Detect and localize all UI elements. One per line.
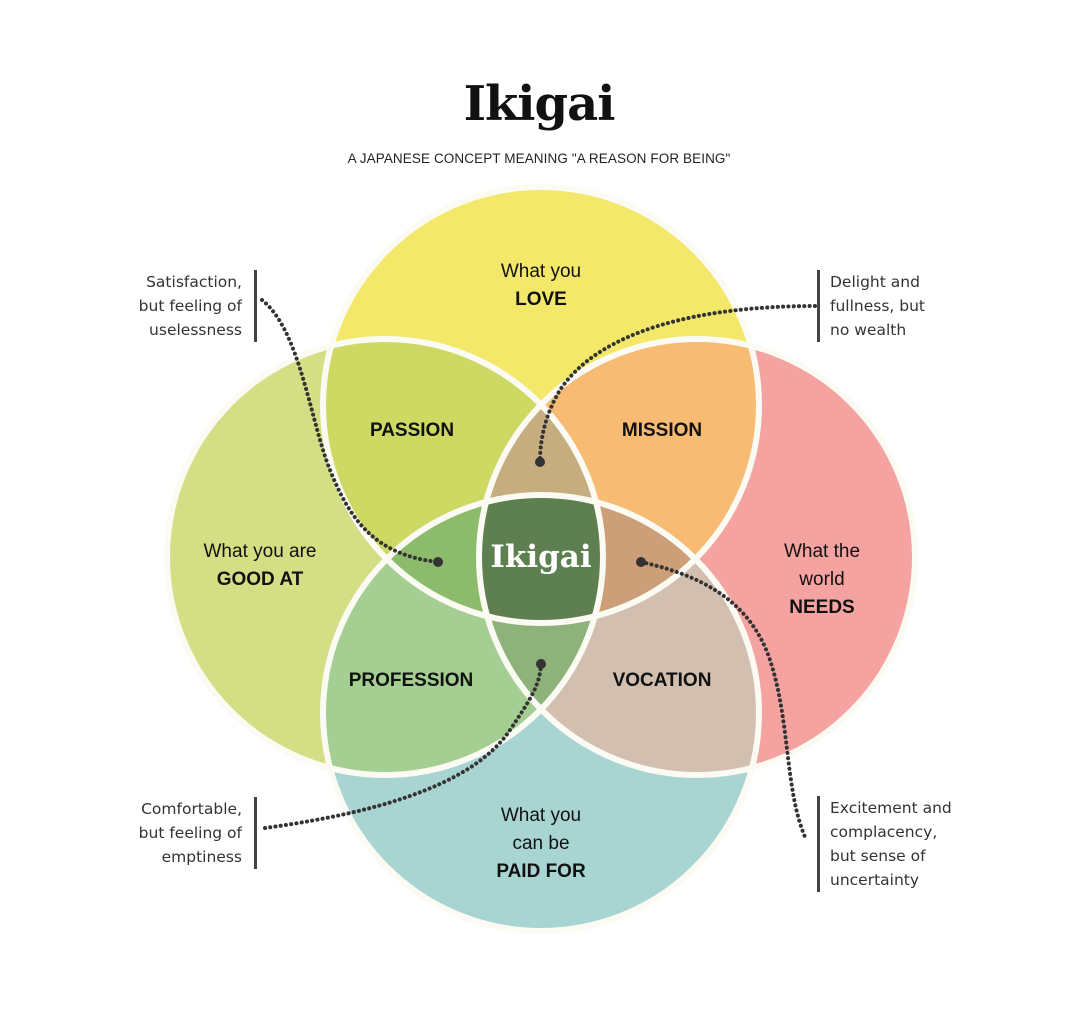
paid-for-label-line1: What you [501, 805, 581, 826]
annotation-line: Delight and [830, 273, 920, 291]
paid-for-label-bold: PAID FOR [496, 861, 586, 882]
needs-label-line2: world [798, 569, 844, 590]
paid-for-label-line2: can be [512, 833, 569, 854]
annotation-line: emptiness [161, 848, 242, 866]
annotation-line: no wealth [830, 321, 907, 339]
page-title: Ikigai [463, 76, 616, 132]
annotation-line: uselessness [149, 321, 242, 339]
leader-dot-bottom-right [636, 557, 646, 567]
mission-label: MISSION [622, 420, 702, 441]
passion-label: PASSION [370, 420, 454, 441]
annotation-line: Comfortable, [141, 800, 242, 818]
ikigai-center-label: Ikigai [490, 539, 591, 575]
needs-label-line1: What the [784, 541, 860, 562]
leader-line-bottom-right [639, 560, 807, 839]
annotation-line: uncertainty [830, 871, 920, 889]
annotation-line: Satisfaction, [146, 273, 242, 291]
leader-line-top-right [538, 304, 817, 464]
vocation-label: VOCATION [613, 670, 712, 691]
annotation-bottom-left: Comfortable, but feeling of emptiness [112, 797, 257, 869]
good-at-label-line1: What you are [204, 541, 317, 562]
outline-needs [476, 336, 918, 778]
annotation-line: but sense of [830, 847, 926, 865]
love-label-bold: LOVE [515, 289, 567, 310]
annotation-line: but feeling of [138, 297, 242, 315]
annotation-line: but feeling of [138, 824, 242, 842]
annotation-line: Excitement and [830, 799, 952, 817]
annotation-top-left: Satisfaction, but feeling of uselessness [112, 270, 257, 342]
needs-label-bold: NEEDS [789, 597, 854, 618]
outline-good-at [164, 336, 606, 778]
leader-dot-top-left [433, 557, 443, 567]
outline-paid-for [320, 492, 762, 934]
annotation-top-right: Delight and fullness, but no wealth [817, 270, 970, 342]
leader-line-top-left [260, 298, 440, 564]
love-label-line1: What you [501, 261, 581, 282]
outline-love [320, 184, 762, 626]
good-at-label-bold: GOOD AT [217, 569, 304, 590]
annotation-line: fullness, but [830, 297, 925, 315]
page-subtitle: A JAPANESE CONCEPT MEANING "A REASON FOR… [347, 151, 731, 166]
leader-dot-top-right [535, 457, 545, 467]
leader-dot-bottom-left [536, 659, 546, 669]
profession-label: PROFESSION [349, 670, 474, 691]
annotation-line: complacency, [830, 823, 938, 841]
leader-line-bottom-left [263, 662, 543, 830]
annotation-bottom-right: Excitement and complacency, but sense of… [817, 796, 990, 892]
